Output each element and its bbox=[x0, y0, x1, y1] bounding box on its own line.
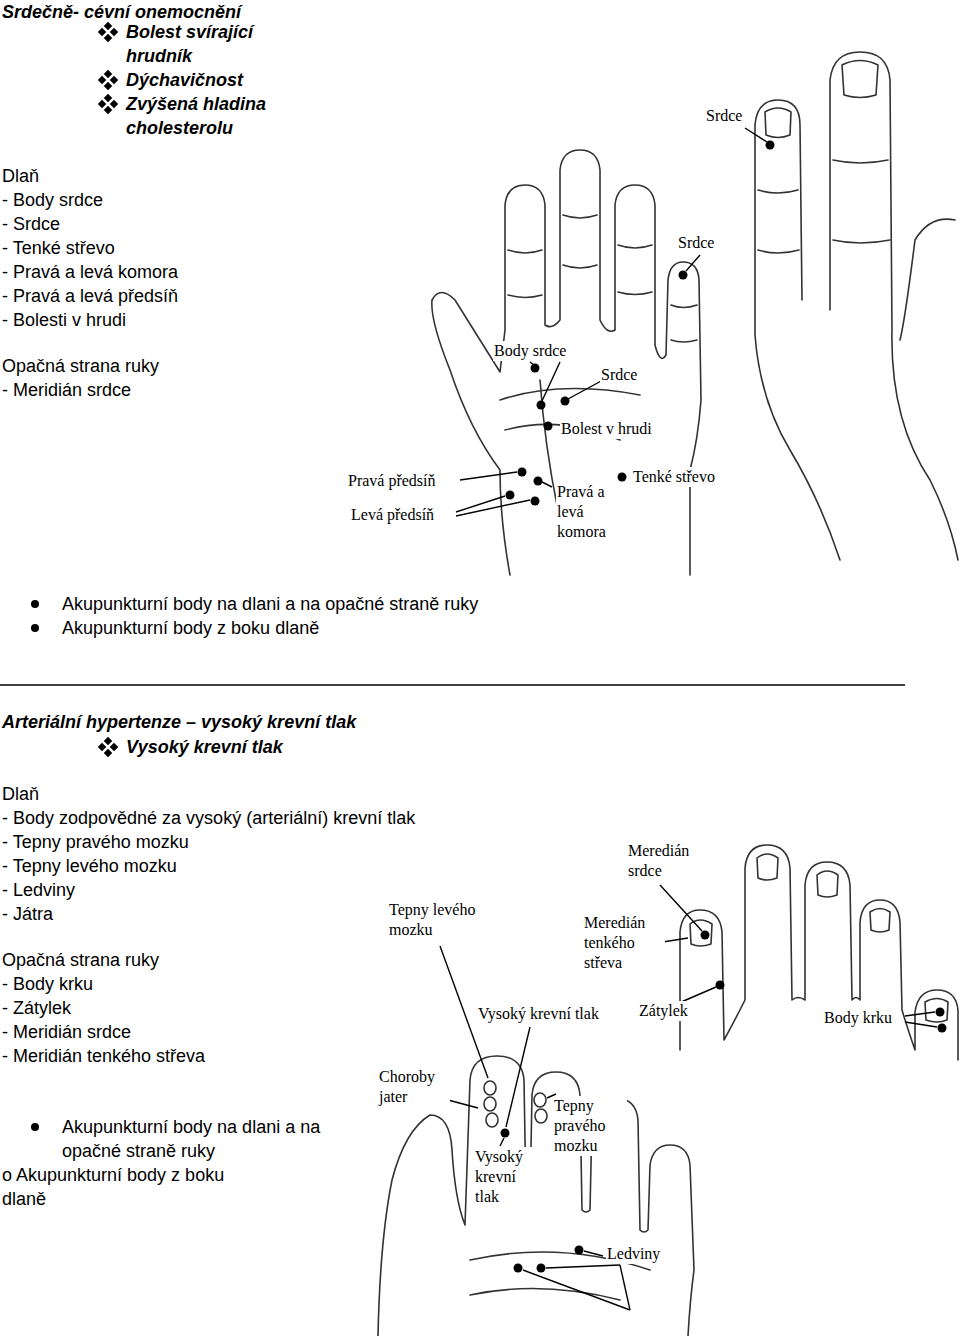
point-label: Pravá a levá komora bbox=[556, 482, 622, 542]
list-item: - Body krku bbox=[2, 972, 93, 996]
point-label: Vysoký krevní tlak bbox=[474, 1147, 538, 1207]
bullet-dot bbox=[31, 600, 39, 608]
list-item: - Bolesti v hrudi bbox=[2, 308, 126, 332]
diamond-bullet bbox=[98, 94, 118, 114]
point-label: Levá předsíň bbox=[350, 505, 435, 525]
section-heading: Arteriální hypertenze – vysoký krevní tl… bbox=[2, 710, 356, 734]
palm-outline bbox=[432, 150, 701, 575]
point-label: Tenké střevo bbox=[632, 467, 716, 487]
leader-lines bbox=[440, 128, 937, 1310]
list-item: - Tepny pravého mozku bbox=[2, 830, 189, 854]
separator-line bbox=[0, 684, 905, 686]
list-item: - Meridián srdce bbox=[2, 378, 131, 402]
section-label: Dlaň bbox=[2, 164, 39, 188]
list-item: - Body srdce bbox=[2, 188, 103, 212]
palm-circle bbox=[484, 1081, 496, 1095]
palm-circle bbox=[484, 1097, 496, 1111]
point-label: Vysoký krevní tlak bbox=[477, 1004, 600, 1024]
list-item: - Ledviny bbox=[2, 878, 75, 902]
point-label: Tepny levého mozku bbox=[388, 900, 490, 940]
point-label: Srdce bbox=[677, 233, 715, 253]
bullet-note: Akupunkturní body na dlani a na opačné s… bbox=[62, 1115, 337, 1163]
palm-outline bbox=[378, 1056, 694, 1336]
bullet-note: Akupunkturní body z boku dlaně bbox=[62, 616, 319, 640]
fingernail bbox=[690, 854, 948, 1022]
point-label: Choroby jater bbox=[378, 1067, 450, 1107]
bullet-note: Akupunkturní body na dlani a na opačné s… bbox=[62, 592, 478, 616]
section-label: Opačná strana ruky bbox=[2, 354, 159, 378]
symptom-heading: Zvýšená hladina cholesterolu bbox=[126, 92, 286, 140]
list-item: - Tenké střevo bbox=[2, 236, 115, 260]
list-item: - Meridián tenkého střeva bbox=[2, 1044, 205, 1068]
bullet-dot bbox=[31, 624, 39, 632]
back-hand-outline bbox=[680, 845, 958, 1060]
point-label: Ledviny bbox=[606, 1244, 661, 1264]
point-label: Meredián tenkého střeva bbox=[583, 913, 665, 973]
point-label: Meredián srdce bbox=[627, 841, 709, 881]
list-item: - Body zodpovědné za vysoký (arteriální)… bbox=[2, 806, 415, 830]
list-item: - Pravá a levá předsíň bbox=[2, 284, 178, 308]
diamond-bullet bbox=[98, 70, 118, 90]
finger-crease bbox=[758, 160, 890, 253]
point-label: Body krku bbox=[823, 1008, 893, 1028]
palm-circle bbox=[535, 1109, 547, 1123]
diamond-bullet bbox=[98, 22, 118, 42]
palm-circle bbox=[486, 1113, 498, 1127]
symptom-heading: Dýchavičnost bbox=[126, 68, 243, 92]
fingernail bbox=[765, 61, 878, 138]
point-label: Srdce bbox=[705, 106, 743, 126]
list-item: - Srdce bbox=[2, 212, 60, 236]
point-label: Body srdce bbox=[493, 341, 567, 361]
list-item: - Játra bbox=[2, 902, 53, 926]
finger-crease bbox=[508, 215, 697, 342]
list-item: - Tepny levého mozku bbox=[2, 854, 177, 878]
diamond-bullet bbox=[98, 737, 118, 757]
palm-circle bbox=[534, 1093, 546, 1107]
section-label: Opačná strana ruky bbox=[2, 948, 159, 972]
point-label: Zátylek bbox=[638, 1001, 689, 1021]
symptom-heading: Bolest svírající hrudník bbox=[126, 20, 286, 68]
point-label: Pravá předsíň bbox=[347, 471, 437, 491]
acupuncture-points bbox=[501, 141, 947, 1273]
list-item: - Pravá a levá komora bbox=[2, 260, 178, 284]
point-label: Tepny pravého mozku bbox=[553, 1096, 627, 1156]
bullet-note: o Akupunkturní body z boku dlaně bbox=[2, 1163, 264, 1211]
list-item: - Zátylek bbox=[2, 996, 71, 1020]
list-item: - Meridián srdce bbox=[2, 1020, 131, 1044]
bullet-dot bbox=[31, 1123, 39, 1131]
section-label: Dlaň bbox=[2, 782, 39, 806]
side-hand-outline bbox=[755, 52, 958, 560]
symptom-heading: Vysoký krevní tlak bbox=[126, 735, 283, 759]
page-title: Srdečně- cévní onemocnění bbox=[2, 0, 241, 24]
point-label: Bolest v hrudi bbox=[560, 419, 653, 439]
point-label: Srdce bbox=[600, 365, 638, 385]
